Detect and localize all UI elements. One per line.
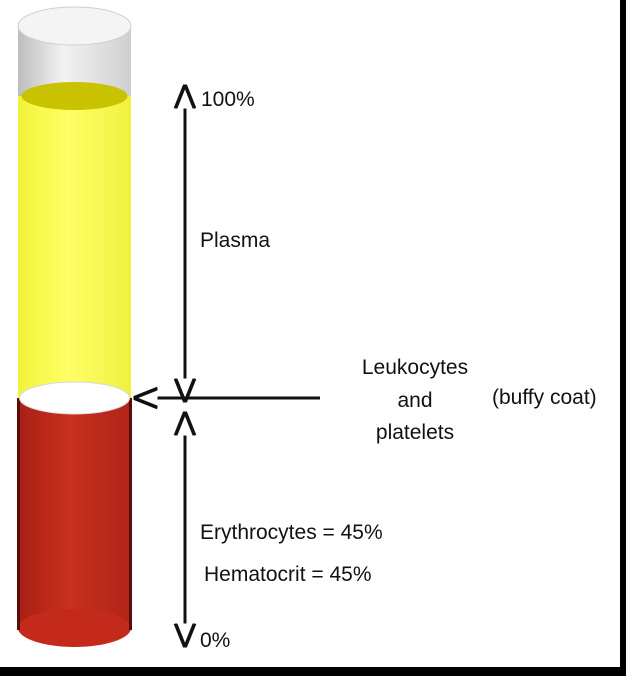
- plasma-layer: [18, 82, 131, 398]
- label-hematocrit: Hematocrit = 45%: [204, 563, 372, 586]
- tube-glass-section: [17, 6, 132, 96]
- label-leukocytes-line3: platelets: [375, 421, 455, 444]
- diagram-canvas: 100% Plasma Leukocytes and platelets (bu…: [0, 0, 620, 667]
- label-plasma: Plasma: [200, 229, 271, 252]
- label-buffy-coat: (buffy coat): [492, 386, 597, 409]
- blood-tube-diagram: [17, 6, 320, 667]
- erythrocyte-layer: [17, 398, 132, 647]
- label-erythrocytes: Erythrocytes = 45%: [200, 521, 383, 544]
- label-leukocytes-line2: and: [397, 389, 433, 412]
- label-leukocytes-line1: Leukocytes: [361, 356, 469, 379]
- buffy-coat-disc: [19, 381, 130, 415]
- label-100-percent: 100%: [201, 88, 255, 111]
- label-0-percent: 0%: [200, 629, 231, 652]
